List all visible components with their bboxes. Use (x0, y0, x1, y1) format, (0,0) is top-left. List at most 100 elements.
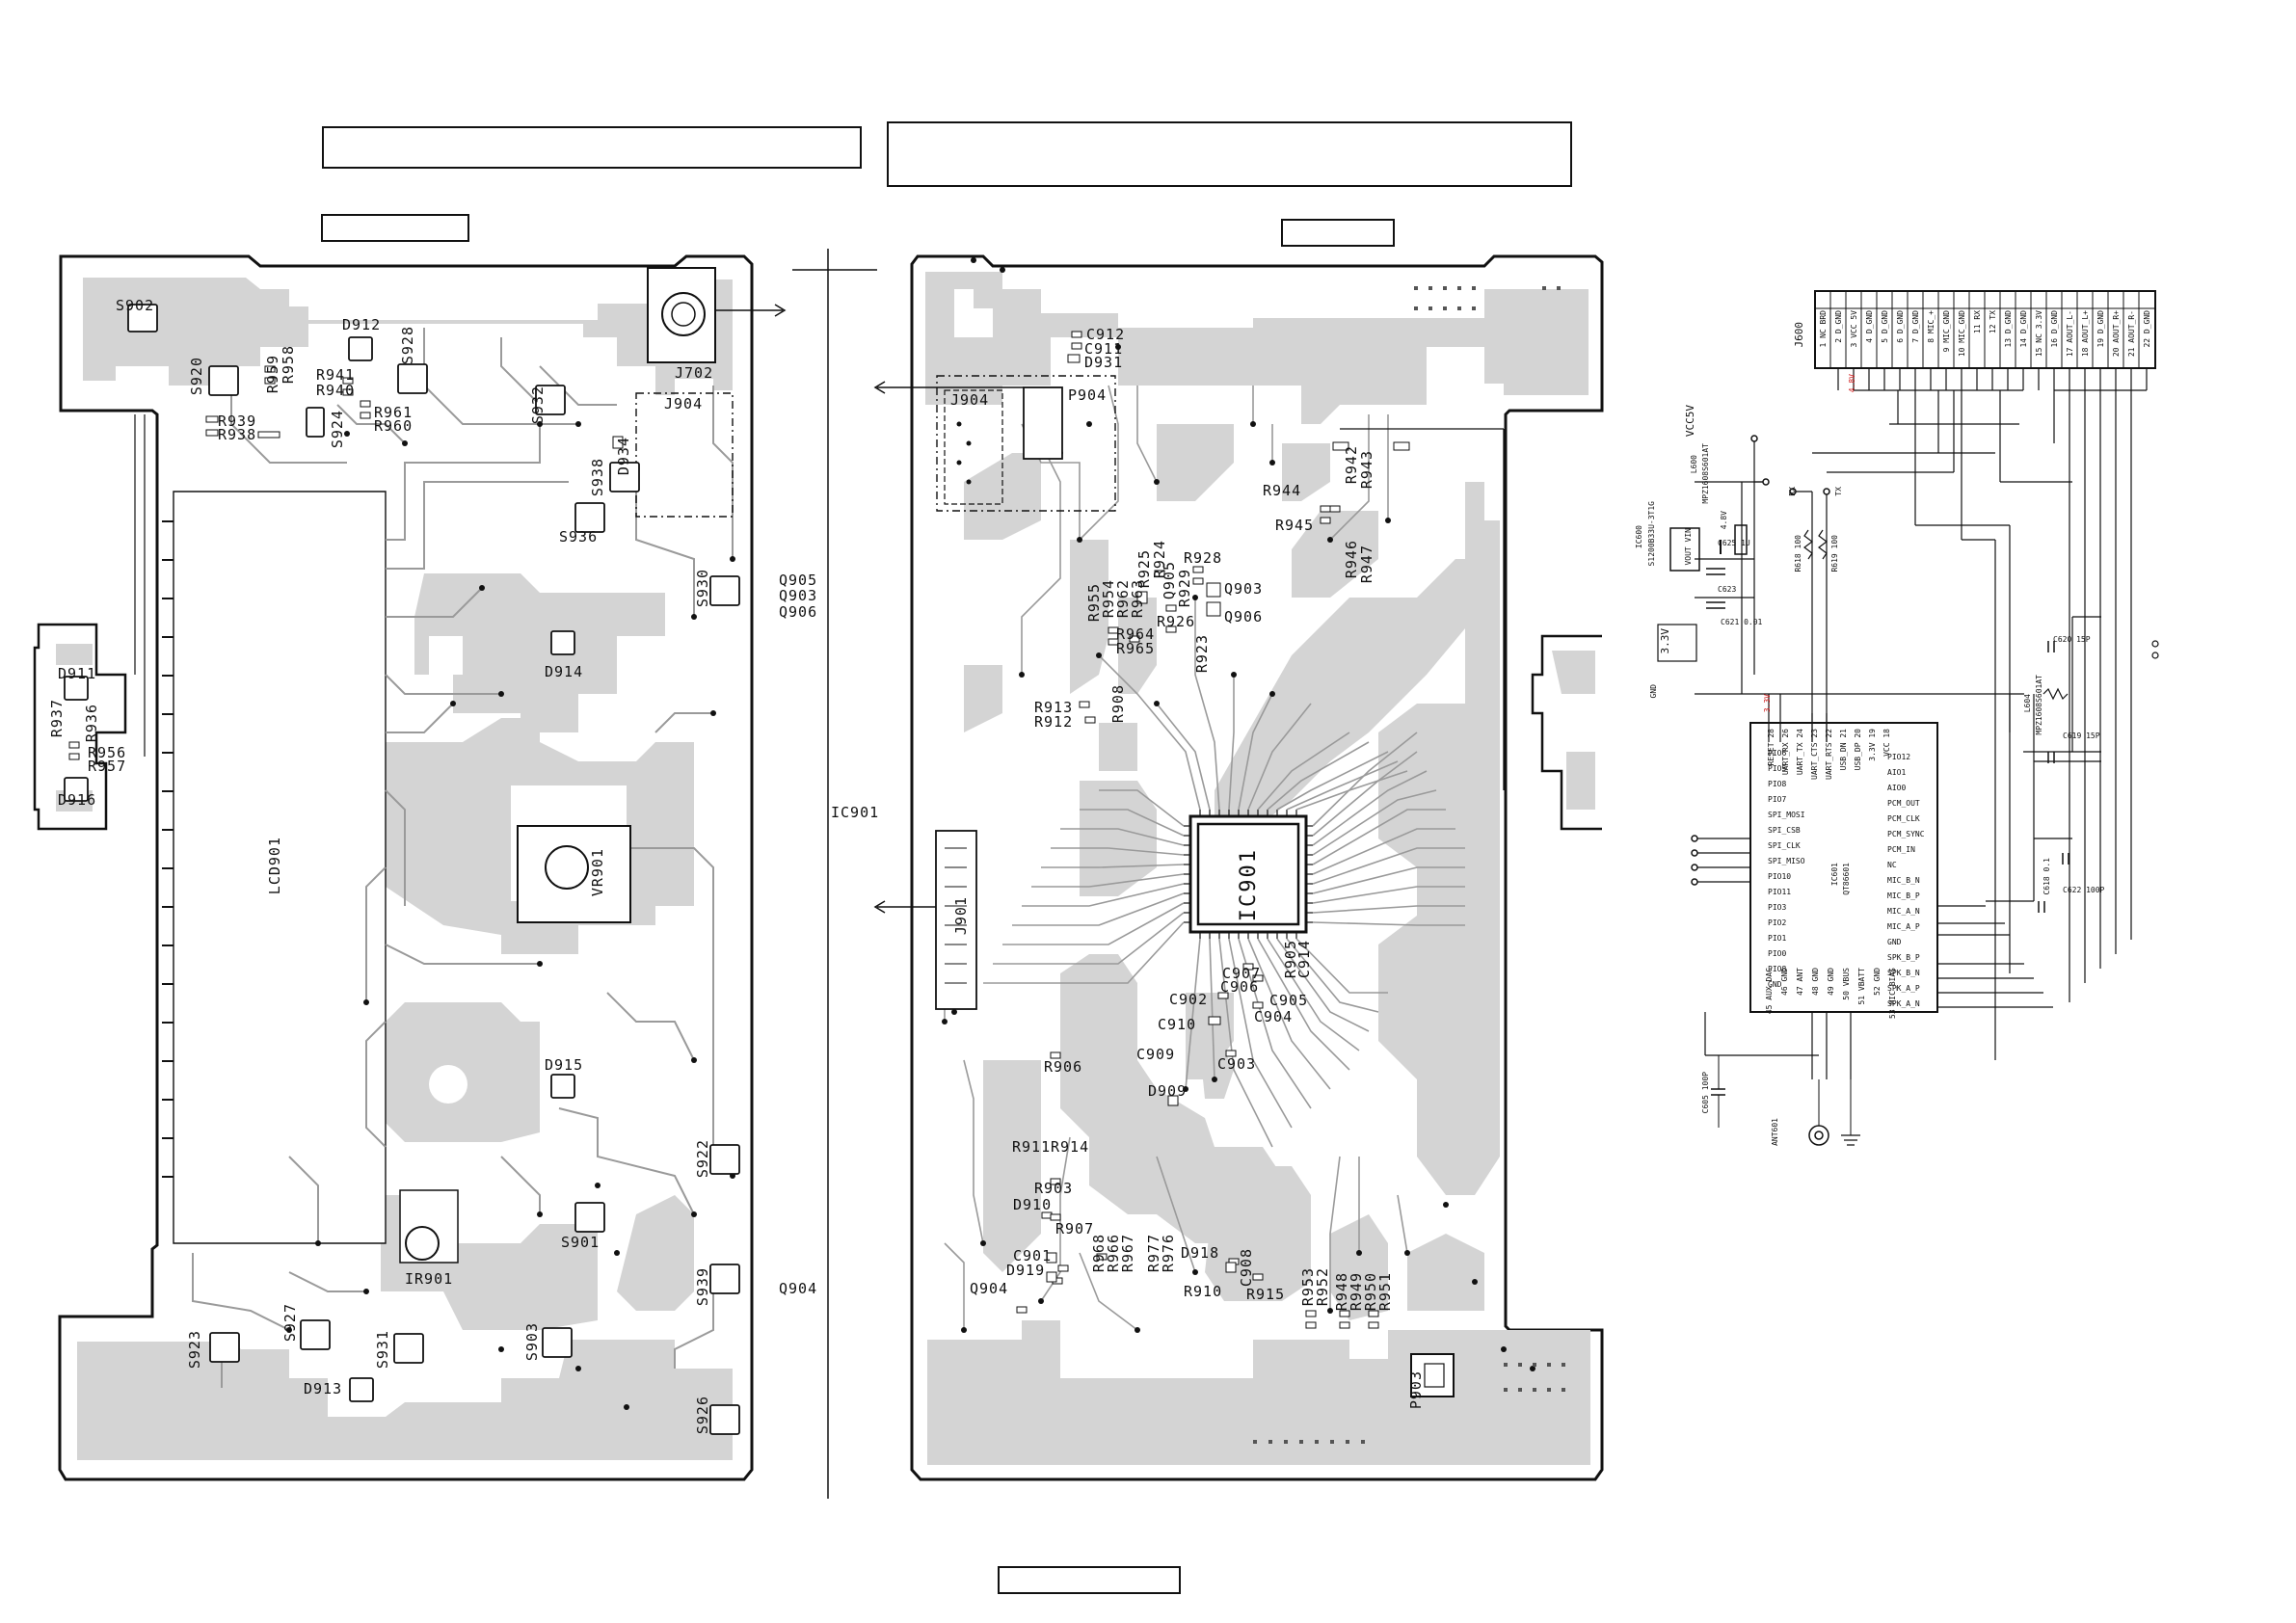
resistor-label: R903 (1034, 1180, 1074, 1197)
ic-pin-label: PIO1 (1768, 934, 1787, 943)
ic-pin-label: 46 GND (1780, 968, 1789, 996)
switch-label: S936 (559, 528, 599, 545)
ic-pin-label: USB_DN 21 (1839, 729, 1848, 771)
ic-label: IC901 (1237, 848, 1261, 922)
connector-pin-label: 15 NC 3.3V (2035, 310, 2043, 358)
capacitor-label: C619 15P (2063, 732, 2100, 740)
capacitor-label: C625 1U (1718, 539, 1750, 547)
connector-pin-label: 1 NC BRD (1819, 310, 1828, 348)
ic-pin-label: PCM_OUT (1887, 799, 1920, 808)
switch-label: S920 (188, 357, 205, 396)
supply-label: 4.8V (1720, 511, 1728, 530)
resistor-label: R619 100 (1830, 535, 1839, 572)
resistor-label: R943 (1358, 450, 1375, 490)
ic-pin-label: 52 GND (1873, 968, 1882, 996)
diode-label: D915 (545, 1056, 584, 1074)
jack-label: J702 (675, 364, 714, 382)
capacitor-label: C912 (1086, 326, 1126, 343)
resistor-label: R906 (1044, 1058, 1083, 1076)
switch-label: S922 (694, 1139, 711, 1179)
diode-label: D913 (304, 1380, 343, 1397)
transistor-label: Q905 (779, 572, 818, 589)
ic-pin-label: SPI_CLK (1768, 841, 1801, 850)
resistor-label: R923 (1193, 634, 1211, 674)
resistor-label: R942 (1343, 445, 1360, 485)
resistor-label: R938 (218, 426, 257, 443)
ic-pin-label: UART_RTS 22 (1825, 729, 1833, 780)
capacitor-label: C618 0.1 (2042, 858, 2051, 895)
resistor-label: R963 (1129, 579, 1146, 619)
ic-pin-label: PIO0 (1768, 949, 1787, 958)
resistor-label: R957 (88, 758, 127, 775)
ic-pin-label: 45 AUX_DAC (1765, 968, 1774, 1015)
ic-pin-label: GND (1887, 938, 1902, 946)
ic-pin-label: SPI_MISO (1768, 857, 1805, 865)
supply-label: VCC5V (1684, 405, 1696, 438)
resistor-label: R928 (1184, 549, 1223, 567)
connector-pin-label: 7 D_GND (1911, 310, 1920, 343)
ic-pin-label: SPK_A_P (1887, 984, 1920, 993)
capacitor-label: C914 (1295, 940, 1313, 979)
capacitor-label: C903 (1217, 1055, 1257, 1073)
ic-pin-label: 50 VBUS (1842, 968, 1851, 1000)
ic-pin-label: 53 MIC_BIAS (1888, 968, 1897, 1019)
diode-label: D912 (342, 316, 382, 333)
resistor-label: R914 (1051, 1138, 1090, 1156)
resistor-label: R908 (1109, 684, 1127, 724)
connector-pin-label: 16 D_GND (2050, 310, 2059, 348)
ic-pin-label: SPK_B_P (1887, 953, 1920, 962)
capacitor-label: C623 (1718, 585, 1737, 594)
capacitor-label: C909 (1136, 1046, 1176, 1063)
switch-label: S903 (523, 1322, 541, 1362)
regulator-label: IC600 (1635, 525, 1643, 549)
resistor-label: R912 (1034, 713, 1074, 731)
transistor-label: Q906 (779, 603, 818, 621)
ic-pin-label: AIO0 (1887, 784, 1907, 792)
resistor-label: R936 (83, 704, 100, 743)
resistor-label: R911 (1012, 1138, 1052, 1156)
diode-label: D918 (1181, 1244, 1220, 1262)
ic-pin-label: PCM_SYNC (1887, 830, 1925, 838)
supply-label: 4.8V (1848, 374, 1856, 393)
connector-pin-label: 22 D_GND (2143, 310, 2151, 348)
connector-label: P903 (1407, 1370, 1425, 1410)
connector-pin-label: 11 RX (1973, 310, 1982, 334)
resistor-label: R929 (1176, 569, 1193, 608)
resistor-label: R967 (1119, 1234, 1136, 1273)
resistor-label: R946 (1343, 540, 1360, 579)
resistor-label: R926 (1157, 613, 1196, 630)
ic-pin-label: AIO1 (1887, 768, 1907, 777)
connector-label: J904 (950, 391, 990, 409)
resistor-label: R952 (1314, 1267, 1331, 1307)
ic-pin-label: PIO5 (1768, 764, 1787, 773)
ic-pin-label: MIC_B_P (1887, 891, 1920, 900)
ic-pin-label: NC (1887, 861, 1897, 869)
switch-label: S902 (116, 297, 155, 314)
ic-pin-label: GND (1768, 980, 1782, 989)
resistor-label: R940 (316, 382, 356, 399)
ic-pin-label: 48 GND (1811, 968, 1820, 996)
connector-pin-label: 21 AOUT_R- (2127, 310, 2136, 358)
ic-pin-label: 3.3V 19 (1868, 729, 1877, 761)
connector-label: J904 (664, 395, 704, 412)
ic-pin-label: PIO8 (1768, 780, 1787, 788)
resistor-label: R905 (1282, 940, 1299, 979)
resistor-label: R958 (280, 345, 297, 385)
switch-label: S901 (561, 1234, 601, 1251)
capacitor-label: C911 (1084, 340, 1124, 358)
switch-label: S923 (186, 1330, 203, 1370)
ic-pin-label: UART_CTS 23 (1810, 729, 1819, 780)
ic-part: QT86601 (1842, 863, 1851, 895)
ic-pin-label: USB_DP 20 (1854, 729, 1862, 771)
switch-label: S938 (589, 458, 606, 497)
resistor-label: R947 (1358, 545, 1375, 584)
resistor-label: R945 (1275, 517, 1315, 534)
switch-label: S926 (694, 1396, 711, 1435)
schematic (1657, 290, 2159, 1146)
resistor-label: R910 (1184, 1283, 1223, 1300)
capacitor-label: C910 (1158, 1016, 1197, 1033)
resistor-label: R907 (1055, 1220, 1095, 1237)
variable-resistor-label: VR901 (589, 848, 606, 897)
left-board (33, 254, 787, 1481)
